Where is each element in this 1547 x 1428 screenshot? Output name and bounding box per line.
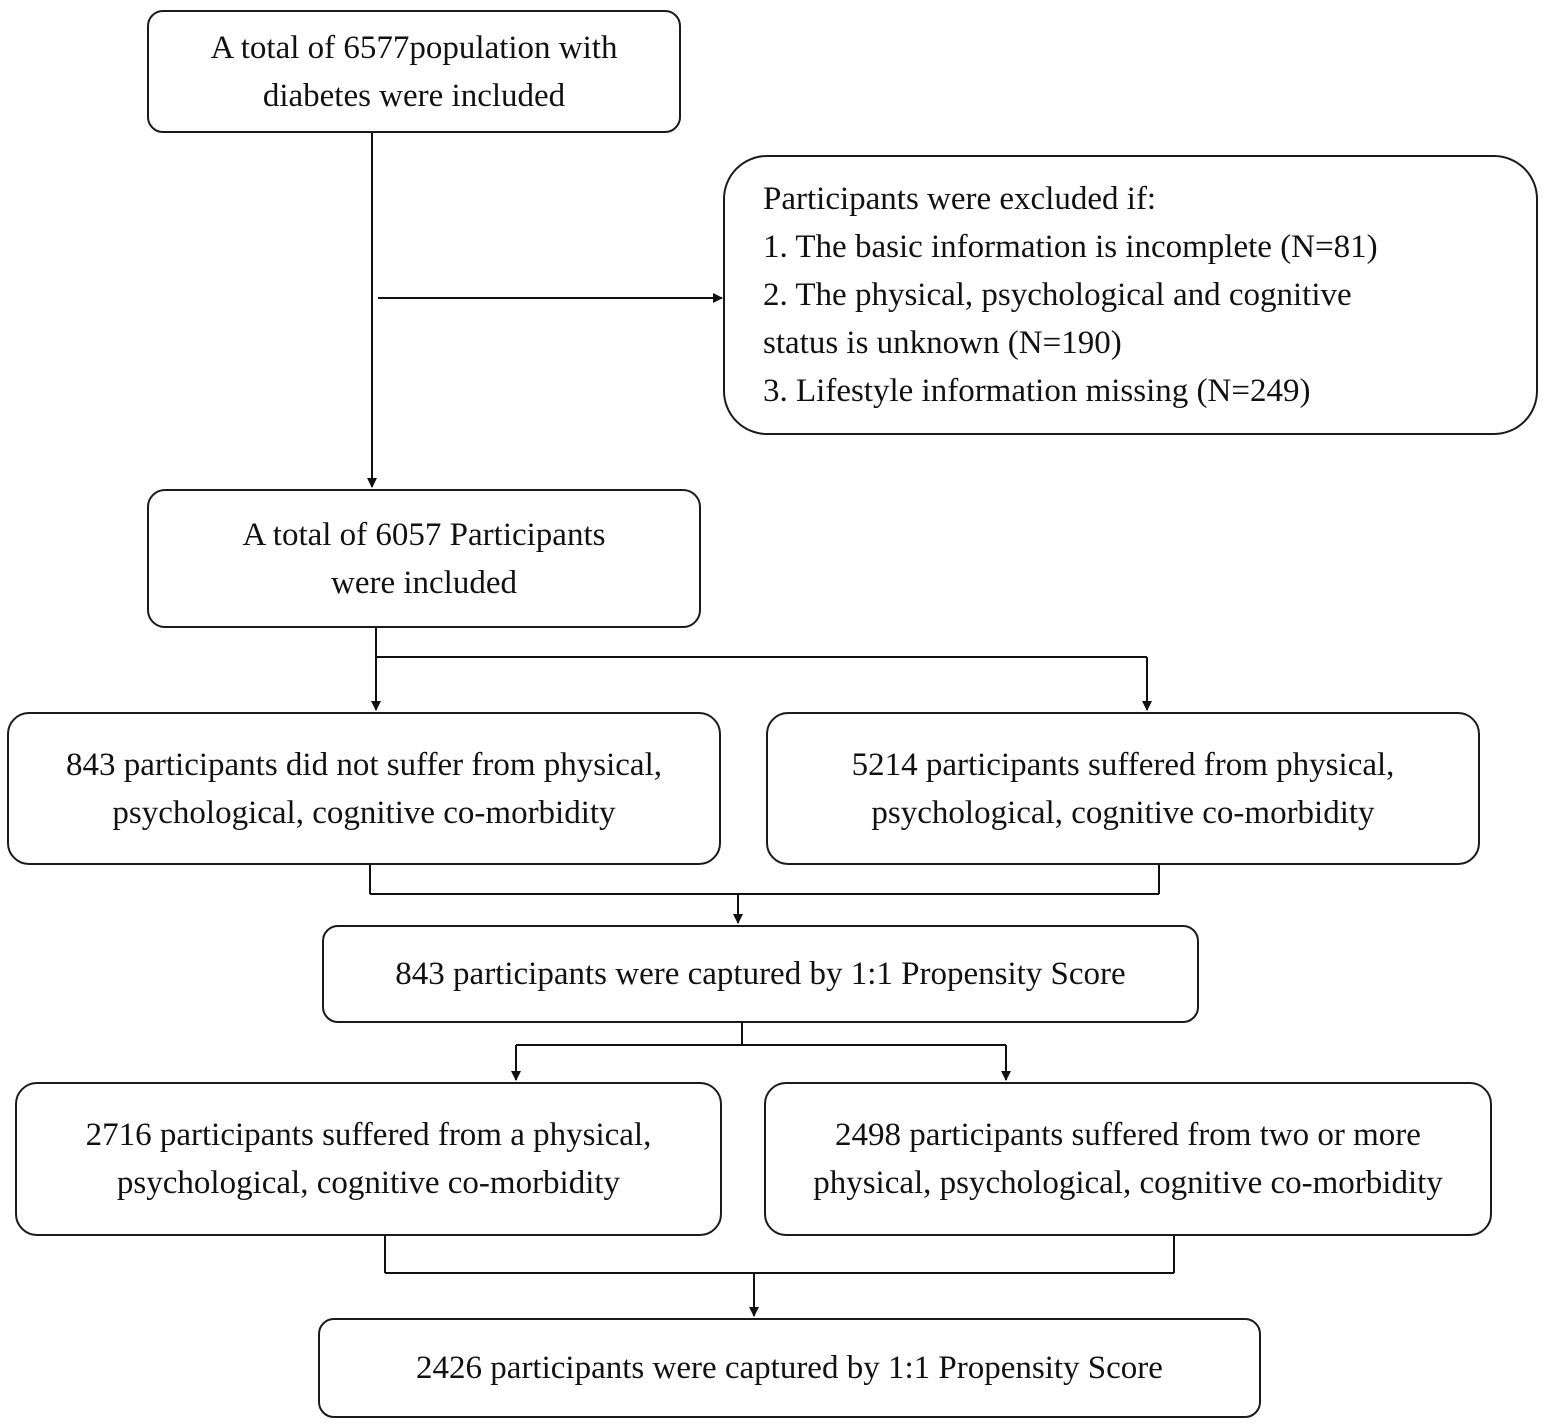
box-comorbidity: 5214 participants suffered from physical… [766,712,1480,865]
box-included-line-2: were included [331,564,517,601]
box-matched-2-line-1: 2426 participants were captured by 1:1 P… [416,1350,1163,1386]
box-no-comorbidity: 843 participants did not suffer from phy… [7,712,721,865]
box-multi-comorbidity-line-1: 2498 participants suffered from two or m… [835,1117,1421,1153]
box-no-comorbidity-line-2: psychological, cognitive co-morbidity [112,794,616,831]
box-no-comorbidity-line-1: 843 participants did not suffer from phy… [65,746,662,783]
box-multi-comorbidity: 2498 participants suffered from two or m… [764,1082,1492,1236]
box-matched-1-line-1: 843 participants were captured by 1:1 Pr… [395,956,1126,992]
box-start-line-2: diabetes were included [262,77,566,114]
exclusion-item-1: 1. The basic information is incomplete (… [763,229,1378,265]
exclusion-item-3: 3. Lifestyle information missing (N=249) [763,373,1311,409]
box-single-comorbidity-line-1: 2716 participants suffered from a physic… [85,1117,652,1153]
box-included: A total of 6057 Participants were includ… [147,489,701,628]
box-single-comorbidity-line-2: psychological, cognitive co-morbidity [116,1165,621,1201]
box-start-line-1: A total of 6577population with [210,29,618,66]
box-start: A total of 6577population with diabetes … [147,10,681,133]
exclusion-item-2-cont: status is unknown (N=190) [763,325,1122,361]
box-matched-2: 2426 participants were captured by 1:1 P… [318,1318,1261,1418]
box-included-line-1: A total of 6057 Participants [242,516,606,553]
box-multi-comorbidity-line-2: physical, psychological, cognitive co-mo… [813,1165,1443,1201]
box-exclusion: Participants were excluded if: 1. The ba… [723,155,1538,435]
box-comorbidity-line-1: 5214 participants suffered from physical… [851,746,1395,783]
box-matched-1: 843 participants were captured by 1:1 Pr… [322,925,1199,1023]
box-comorbidity-line-2: psychological, cognitive co-morbidity [871,794,1375,831]
box-single-comorbidity: 2716 participants suffered from a physic… [15,1082,722,1236]
exclusion-item-2: 2. The physical, psychological and cogni… [763,277,1352,313]
exclusion-heading: Participants were excluded if: [763,181,1157,217]
